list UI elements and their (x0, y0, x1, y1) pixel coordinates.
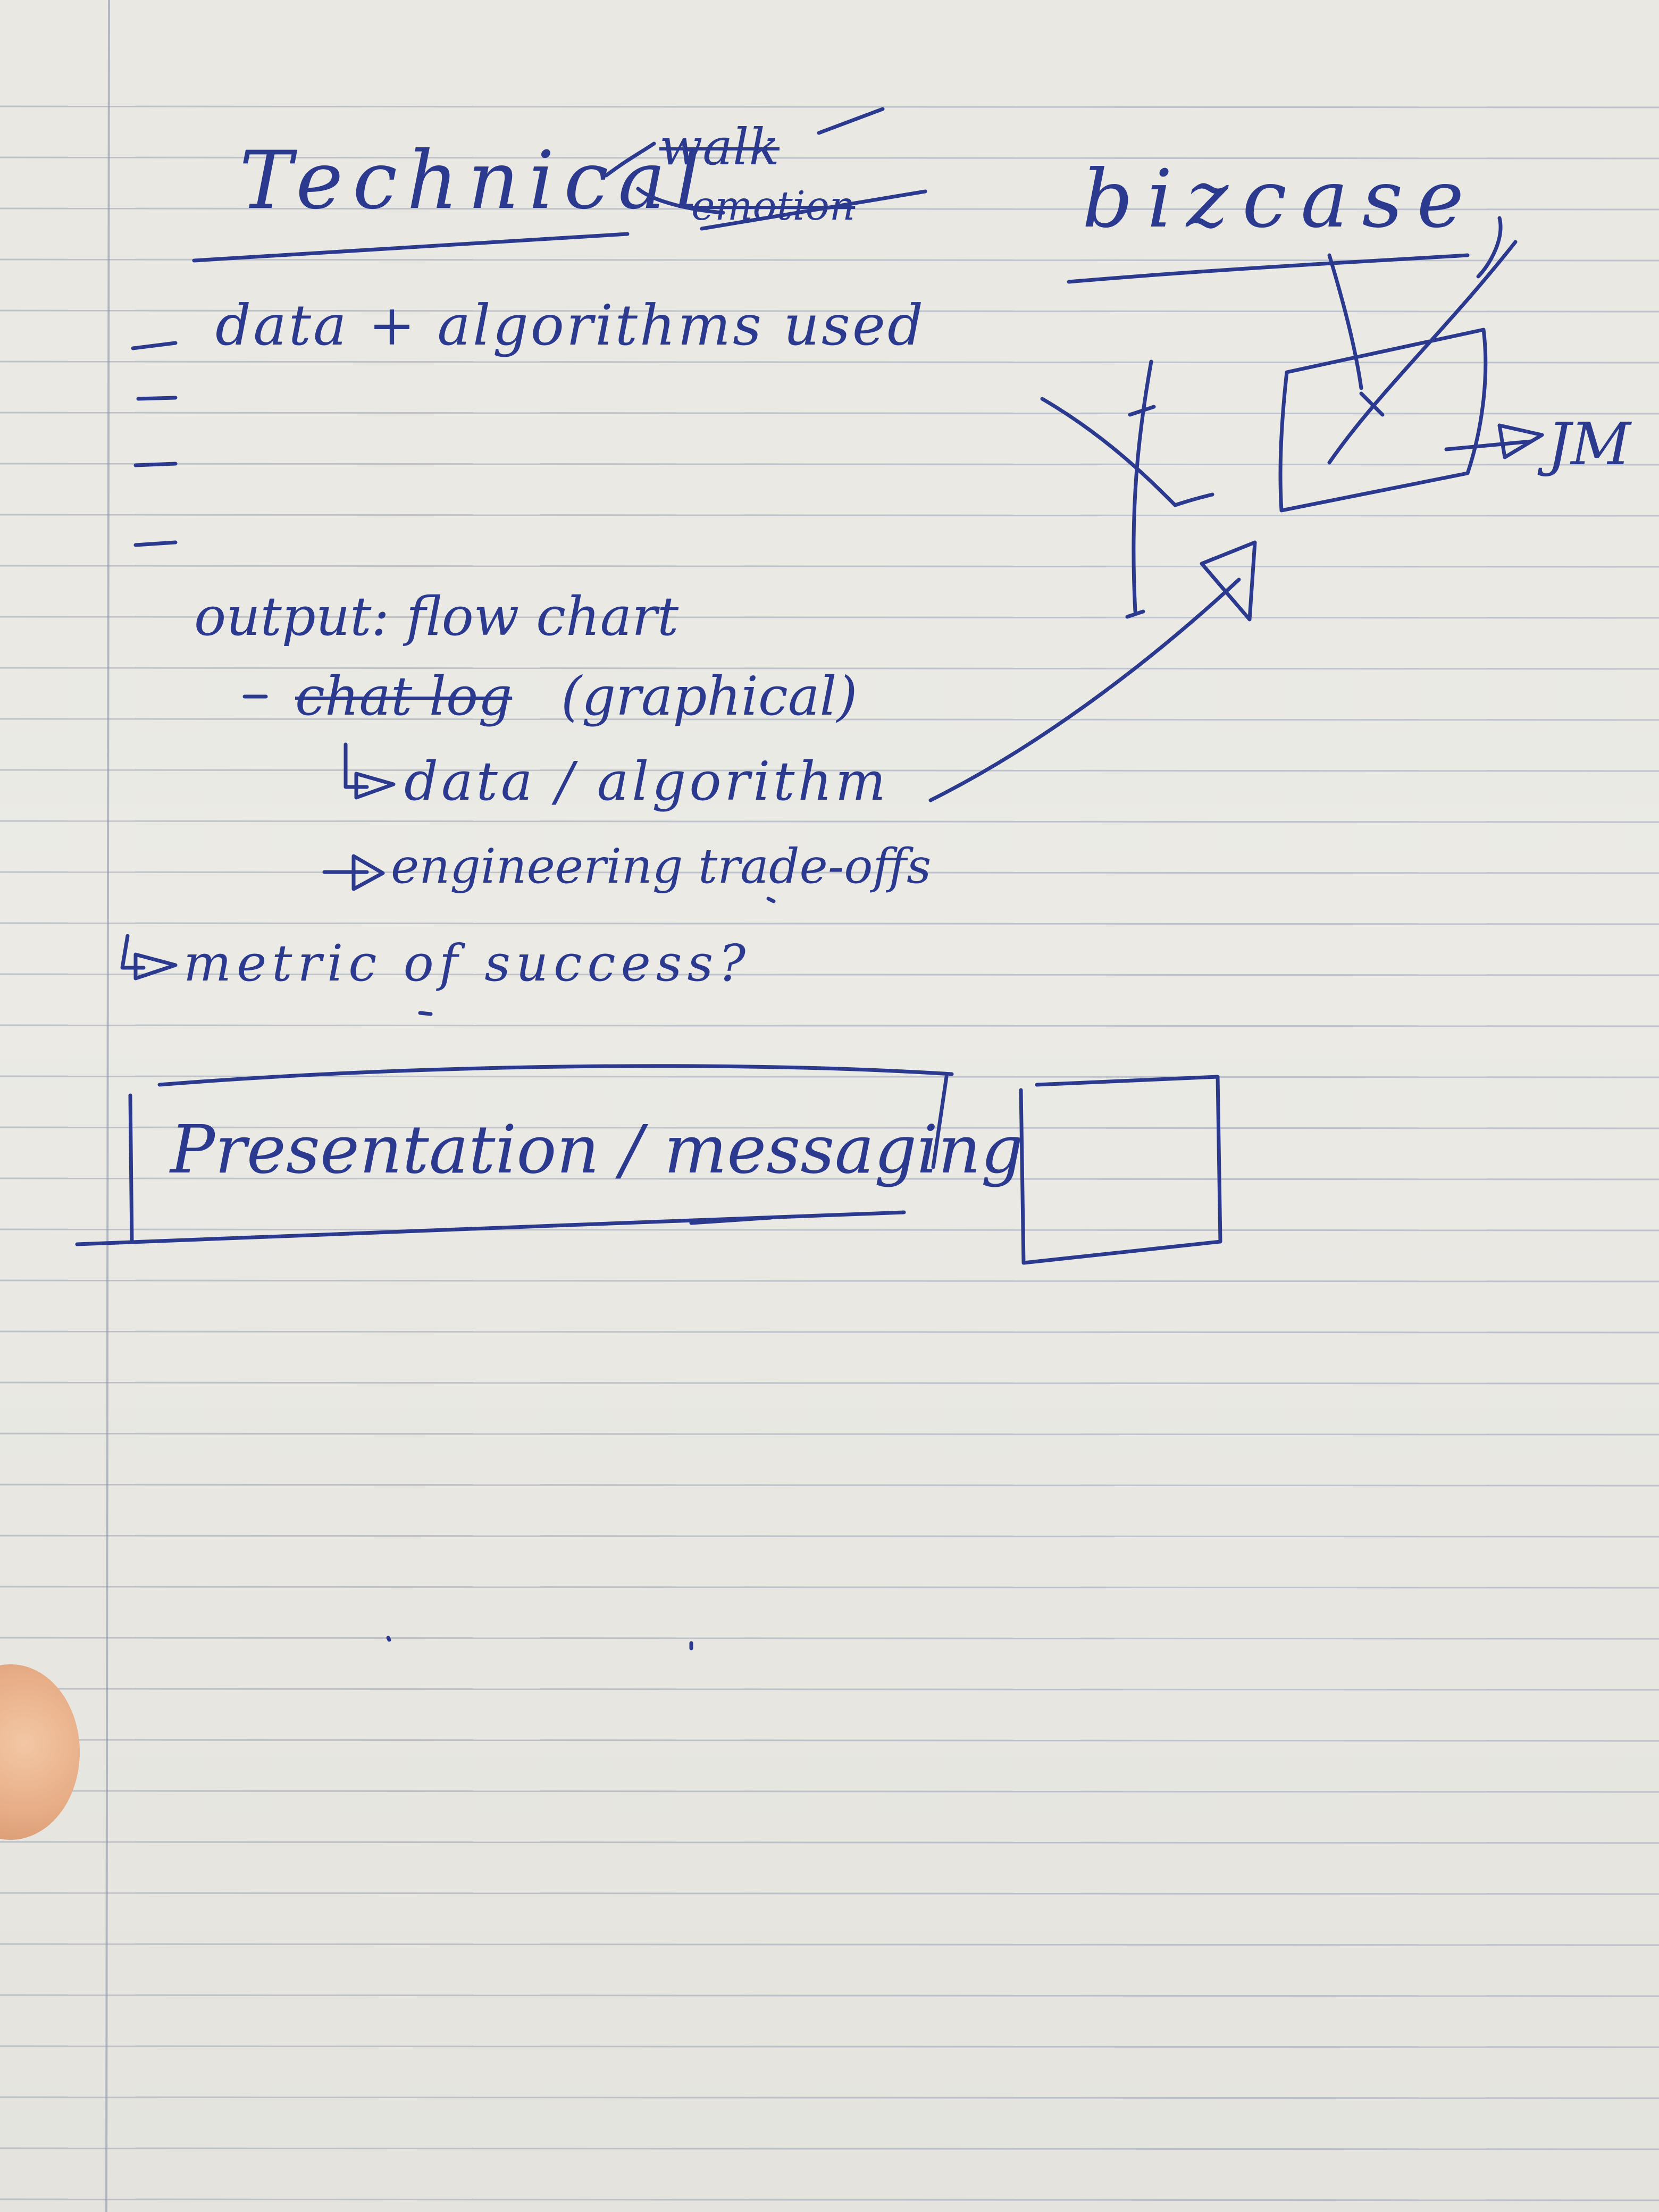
diagram-axis-tick (1128, 405, 1156, 417)
rule-line (0, 309, 1659, 313)
bizcase-squiggle (1476, 216, 1503, 279)
rule-line (0, 1330, 1659, 1334)
rule-line (0, 463, 1659, 466)
arrow-engineering (322, 854, 385, 891)
rule-line (0, 1790, 1659, 1793)
rule-line (0, 1177, 1659, 1180)
dash-3 (133, 462, 178, 467)
rule-line (0, 1381, 1659, 1385)
rule-line (0, 105, 1659, 108)
rule-line (0, 565, 1659, 568)
rule-line (0, 1688, 1659, 1691)
rule-line (0, 616, 1659, 619)
stray-mark-2 (418, 1011, 433, 1016)
engineering-tradeoffs-label: engineering trade-offs (391, 839, 932, 894)
messaging-underline (689, 1216, 773, 1225)
rule-line (0, 1228, 1659, 1231)
rule-line (0, 1637, 1659, 1640)
margin-line (105, 0, 110, 2212)
dash-1 (131, 341, 178, 350)
arrow-data (343, 742, 396, 800)
chat-log-struck: chat log (295, 665, 513, 727)
rule-line (0, 1279, 1659, 1283)
diagram-inner-tick (1359, 391, 1385, 417)
rule-line (0, 2147, 1659, 2150)
heading-bizcase: bizcase (1082, 153, 1478, 246)
diagram-axis (1132, 359, 1153, 614)
rule-line (0, 1535, 1659, 1538)
rule-line (0, 2096, 1659, 2099)
rule-line (0, 820, 1659, 823)
bullet-data-algorithms: data + algorithms used (215, 293, 926, 358)
emotion-crossout (700, 189, 927, 231)
stray-mark-1 (766, 896, 776, 903)
presentation-messaging-label: Presentation / messaging (170, 1111, 1024, 1188)
presentation-box-top (157, 1064, 954, 1087)
graphical-label: (graphical) (561, 665, 858, 727)
empty-square (1019, 1075, 1222, 1265)
rule-line (0, 1994, 1659, 1997)
rule-line (0, 1432, 1659, 1436)
heading-technical: Technical (239, 135, 710, 227)
metric-of-success-label: metric of success? (183, 934, 751, 993)
connector-line (928, 577, 1241, 802)
presentation-box-left (128, 1093, 134, 1244)
rule-line (0, 769, 1659, 772)
rule-line (0, 514, 1659, 517)
output-flow-chart: output: flow chart (194, 585, 679, 648)
rule-line (0, 718, 1659, 721)
dash-4 (133, 540, 178, 547)
rule-line (0, 973, 1659, 976)
crossed-walk: walk (659, 118, 780, 177)
bizcase-underline (1067, 253, 1470, 284)
rule-line (0, 361, 1659, 364)
brace-stroke (604, 141, 725, 215)
rule-line (0, 1126, 1659, 1129)
rule-line (0, 1892, 1659, 1895)
rule-line (0, 922, 1659, 925)
rule-line (0, 2045, 1659, 2048)
diagram-vertical (1327, 253, 1363, 390)
rule-line (0, 1943, 1659, 1946)
jm-label: JM (1547, 410, 1631, 478)
arrow-metric (120, 934, 178, 981)
technical-underline (192, 232, 630, 263)
connector-triangle (1200, 540, 1257, 622)
presentation-box-bottom (75, 1210, 906, 1246)
rule-line (0, 1484, 1659, 1487)
rule-line (0, 1586, 1659, 1589)
arrow-jm (1444, 423, 1544, 459)
diagram-diagonal (1327, 240, 1518, 465)
rule-line (0, 667, 1659, 670)
diagram-curve (1040, 397, 1214, 507)
rule-line (0, 1024, 1659, 1027)
rule-line (0, 2198, 1659, 2201)
rule-line (0, 1739, 1659, 1742)
presentation-box-right (931, 1075, 949, 1169)
stray-mark-3 (386, 1636, 391, 1642)
rule-line (0, 156, 1659, 160)
diagram-axis-cap (1125, 609, 1145, 619)
rule-line (0, 871, 1659, 874)
rule-line (0, 1841, 1659, 1844)
diagram-box (1278, 328, 1488, 513)
crossed-emotion: emotion (691, 182, 856, 229)
data-algorithm-label: data / algorithm (404, 750, 889, 812)
walk-crossout (817, 107, 885, 135)
dash-2 (136, 396, 178, 401)
